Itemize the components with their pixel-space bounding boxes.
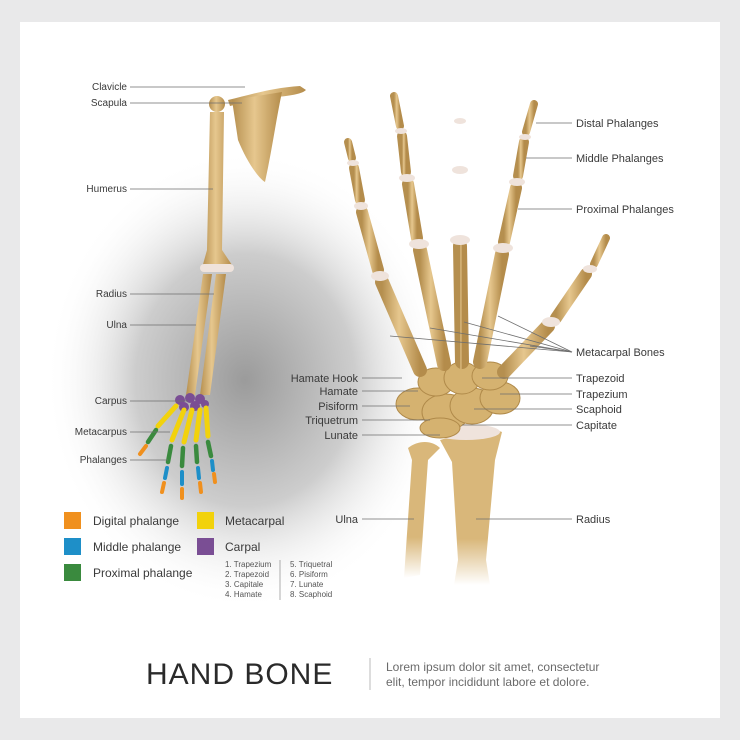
carpal-item: 6. Pisiform — [290, 570, 328, 579]
footer: HAND BONE Lorem ipsum dolor sit amet, co… — [146, 658, 599, 691]
distal-phalanges — [138, 444, 217, 500]
carpal-item: 7. Lunate — [290, 580, 324, 589]
carpal-item: 4. Hamate — [225, 590, 262, 599]
legend-proximal-label: Proximal phalange — [93, 566, 193, 580]
arm-radius-bone — [200, 274, 226, 395]
hand-radius-label: Radius — [576, 514, 611, 526]
hamate-label: Hamate — [319, 386, 358, 398]
trapezium-label: Trapezium — [576, 389, 628, 401]
hand-joint-cartilage — [347, 118, 597, 327]
scaphoid-label: Scaphoid — [576, 404, 622, 416]
legend-digital-label: Digital phalange — [93, 514, 179, 528]
humerus-label: Humerus — [86, 184, 127, 195]
carpus-label: Carpus — [95, 396, 127, 407]
footer-description-line1: Lorem ipsum dolor sit amet, consectetur — [386, 660, 599, 674]
trapezoid-label: Trapezoid — [576, 373, 625, 385]
color-legend: Digital phalange Middle phalange Proxima… — [64, 512, 284, 581]
phalanges-label: Phalanges — [80, 455, 127, 466]
legend-swatch-digital — [64, 512, 81, 529]
humerus-head — [209, 96, 225, 112]
pisiform-label: Pisiform — [318, 401, 358, 413]
hand-leader-lines — [362, 122, 573, 520]
hand-ulna-bone — [404, 442, 440, 578]
metacarpal-bones — [155, 403, 211, 445]
legend-swatch-proximal — [64, 564, 81, 581]
hand-ulna-label: Ulna — [335, 514, 359, 526]
elbow-cartilage — [200, 264, 234, 272]
carpal-item: 8. Scaphoid — [290, 590, 332, 599]
metacarpus-label: Metacarpus — [75, 427, 127, 438]
carpal-item: 1. Trapezium — [225, 560, 272, 569]
page-title: HAND BONE — [146, 658, 333, 691]
carpal-item: 5. Triquetral — [290, 560, 332, 569]
lunate-label: Lunate — [324, 430, 358, 442]
hand-labels-right: Distal Phalanges Middle Phalanges Proxim… — [576, 118, 674, 526]
hand-proximal-phalanges — [356, 170, 592, 324]
clavicle-label: Clavicle — [92, 82, 127, 93]
carpus-bones — [175, 393, 209, 412]
arm-radius-label: Radius — [96, 289, 127, 300]
hand-middle-phalanges — [349, 121, 529, 205]
middle-phalanges-label: Middle Phalanges — [576, 153, 664, 165]
hamate-hook-label: Hamate Hook — [291, 373, 359, 385]
arm-ulna-bone — [186, 274, 212, 395]
carpal-item: 3. Capitale — [225, 580, 264, 589]
arm-skeleton — [138, 86, 306, 500]
hand-distal-phalanges — [344, 76, 610, 268]
legend-swatch-metacarpal — [197, 512, 214, 529]
arm-labels: Clavicle Scapula Humerus Radius Ulna Car… — [75, 82, 128, 466]
hand-labels-left: Hamate Hook Hamate Pisiform Triquetrum L… — [291, 373, 359, 526]
capitate-label: Capitate — [576, 420, 617, 432]
scapula-label: Scapula — [91, 98, 128, 109]
metacarpal-bones-label: Metacarpal Bones — [576, 347, 665, 359]
carpal-list: 1. Trapezium 2. Trapezoid 3. Capitale 4.… — [225, 560, 332, 600]
background-glow — [45, 150, 445, 610]
arm-leader-lines — [130, 86, 245, 461]
legend-carpal-label: Carpal — [225, 540, 260, 554]
middle-phalanges — [163, 459, 215, 486]
legend-swatch-carpal — [197, 538, 214, 555]
legend-metacarpal-label: Metacarpal — [225, 514, 284, 528]
proximal-phalanges-label: Proximal Phalanges — [576, 204, 674, 216]
scapula-bone — [232, 92, 282, 182]
carpal-item: 2. Trapezoid — [225, 570, 269, 579]
distal-phalanges-label: Distal Phalanges — [576, 118, 659, 130]
humerus-bone — [202, 112, 232, 268]
legend-swatch-middle — [64, 538, 81, 555]
hand-radius-bone — [440, 430, 502, 585]
legend-middle-label: Middle phalange — [93, 540, 181, 554]
arm-ulna-label: Ulna — [106, 320, 127, 331]
triquetrum-label: Triquetrum — [305, 415, 358, 427]
footer-description-line2: elit, tempor incididunt labore et dolore… — [386, 675, 589, 689]
